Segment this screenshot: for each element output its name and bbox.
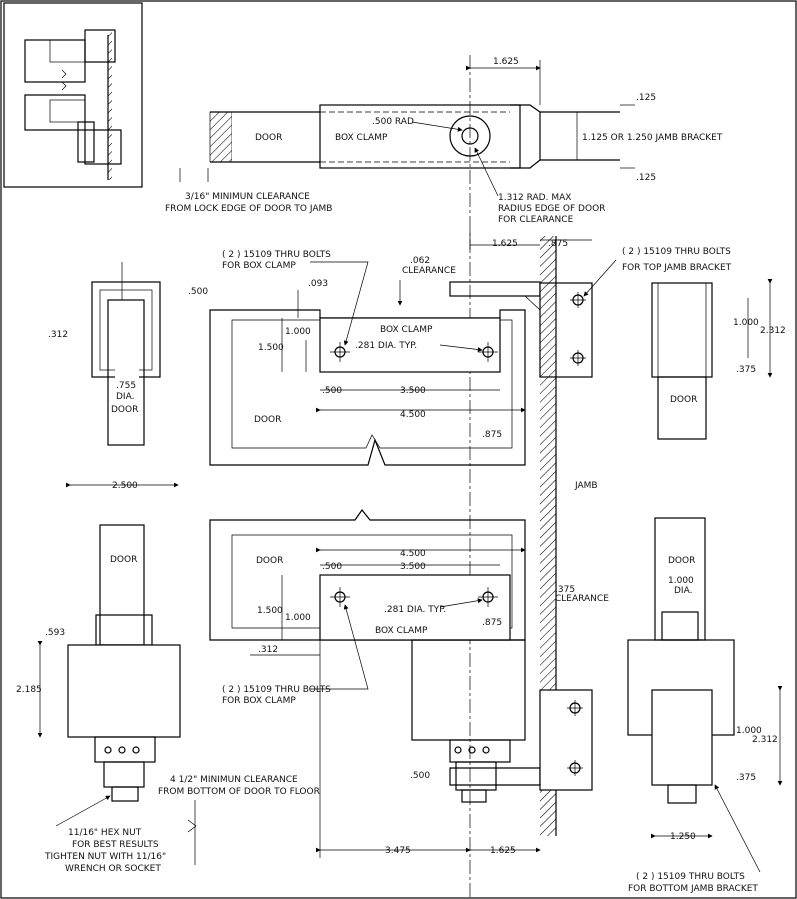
door-label-bottom: DOOR [256, 556, 283, 566]
dim-1000-right-bottom: 1.000 [736, 726, 762, 736]
dim-375-right-bottom: .375 [736, 773, 756, 783]
dim-500-bottom: .500 [322, 562, 342, 572]
bottom-elevation-view: DOOR BOX CLAMP .281 DIA. TYP. 4.500 .500… [209, 508, 593, 858]
svg-text:WRENCH OR SOCKET: WRENCH OR SOCKET [65, 864, 161, 874]
svg-text:FOR TOP JAMB BRACKET: FOR TOP JAMB BRACKET [622, 263, 732, 273]
door-label-left-top: DOOR [111, 405, 138, 415]
left-bottom-section: 2.500 DOOR .593 2.185 4 1/2" MINIMUN CLE… [16, 481, 320, 874]
dim-593: .593 [45, 628, 65, 638]
dim-2500: 2.500 [112, 481, 138, 491]
dim-062: .062 [410, 256, 430, 266]
dim-375-right-top: .375 [736, 365, 756, 375]
dim-1625-bottom: 1.625 [490, 846, 516, 856]
dim-312-bottom: .312 [258, 645, 278, 655]
dim-4500-top: 4.500 [400, 410, 426, 420]
dim-875-top: .875 [482, 430, 502, 440]
top-plan-view: DOOR BOX CLAMP .500 RAD 1.312 RAD. MAX R… [165, 55, 723, 899]
dim-2185: 2.185 [16, 685, 42, 695]
door-label-left-bottom: DOOR [110, 555, 137, 565]
svg-text:FOR BOX CLAMP: FOR BOX CLAMP [222, 261, 296, 271]
dim-1625-mid: 1.625 [492, 239, 518, 249]
dia-1000-label: 1.000 [668, 576, 694, 586]
svg-text:TIGHTEN NUT WITH 11/16": TIGHTEN NUT WITH 11/16" [44, 852, 166, 862]
dia-typ-label-top: .281 DIA. TYP. [355, 341, 417, 351]
left-top-section: .500 .312 .755 DIA. DOOR [48, 262, 208, 446]
hex-nut-label: 11/16" HEX NUT [68, 828, 142, 838]
dim-1625-top: 1.625 [493, 57, 519, 67]
jamb-label: JAMB [574, 481, 598, 491]
dim-125-a: .125 [636, 93, 656, 103]
dim-1000-bottom: 1.000 [285, 613, 311, 623]
svg-text:FOR BOX CLAMP: FOR BOX CLAMP [222, 696, 296, 706]
bottom-jamb-bracket [539, 689, 593, 791]
right-top-section: DOOR 2.312 1.000 .375 [651, 278, 786, 440]
box-clamp-side [67, 644, 181, 738]
box-clamp-plan [319, 104, 521, 169]
rad-500-label: .500 RAD [372, 117, 414, 127]
door-label-right-bottom: DOOR [668, 556, 695, 566]
dim-1500-bottom: 1.500 [257, 606, 283, 616]
dim-375-jamb: .375 [555, 585, 575, 595]
bolts-box-label-bottom: ( 2 ) 15109 THRU BOLTS [222, 685, 331, 695]
dim-500-nut: .500 [410, 771, 430, 781]
dim-1000-right-top: 1.000 [733, 318, 759, 328]
bolts-top-jamb-label: ( 2 ) 15109 THRU BOLTS [622, 247, 731, 257]
dim-3500-top: 3.500 [400, 386, 426, 396]
bolts-bottom-jamb-label: ( 2 ) 15109 THRU BOLTS [636, 872, 745, 882]
svg-text:FOR CLEARANCE: FOR CLEARANCE [498, 215, 574, 225]
svg-text:CLEARANCE: CLEARANCE [555, 594, 609, 604]
dia-755-label: .755 [116, 381, 136, 391]
box-clamp-label-mid: BOX CLAMP [380, 325, 433, 335]
box-clamp-label-bottom: BOX CLAMP [375, 626, 428, 636]
dim-312-side: .312 [48, 330, 68, 340]
dim-500-top: .500 [322, 386, 342, 396]
svg-text:DIA.: DIA. [674, 586, 692, 596]
door-label-mid: DOOR [254, 415, 281, 425]
dia-typ-label-bottom: .281 DIA. TYP. [384, 605, 446, 615]
svg-text:FOR BEST RESULTS: FOR BEST RESULTS [72, 840, 159, 850]
dim-2312-top: 2.312 [760, 326, 786, 336]
dim-875-mid: .875 [548, 239, 568, 249]
dim-3475: 3.475 [385, 846, 411, 856]
svg-text:FOR BOTTOM JAMB BRACKET: FOR BOTTOM JAMB BRACKET [628, 884, 758, 894]
door-label-top: DOOR [255, 133, 282, 143]
bolts-box-label-top: ( 2 ) 15109 THRU BOLTS [222, 250, 331, 260]
dim-1500-top: 1.500 [258, 343, 284, 353]
jamb-bracket-width-label: 1.125 OR 1.250 JAMB BRACKET [582, 133, 723, 143]
dim-1000-top: 1.000 [285, 327, 311, 337]
svg-text:FROM BOTTOM OF DOOR TO FLOOR: FROM BOTTOM OF DOOR TO FLOOR [158, 787, 320, 797]
svg-text:DIA.: DIA. [116, 392, 134, 402]
svg-text:RADIUS EDGE OF DOOR: RADIUS EDGE OF DOOR [498, 204, 605, 214]
rad-max-label: 1.312 RAD. MAX [498, 193, 571, 203]
thumbnail-key-view [3, 2, 143, 188]
right-bottom-section: DOOR 1.000 DIA. 2.312 1.000 .375 1.250 (… [627, 517, 783, 894]
dim-093: .093 [308, 279, 328, 289]
top-elevation-view: BOX CLAMP .281 DIA. TYP. DOOR ( 2 ) 1510… [209, 230, 732, 466]
jamb-section: JAMB .375 CLEARANCE [540, 236, 609, 836]
floor-clearance-label: 4 1/2" MINIMUN CLEARANCE [170, 775, 298, 785]
dim-3500-bottom: 3.500 [400, 562, 426, 572]
dim-1250: 1.250 [670, 832, 696, 842]
dim-4500-bottom: 4.500 [400, 549, 426, 559]
dim-2312-bottom: 2.312 [752, 735, 778, 745]
box-clamp-label-top: BOX CLAMP [335, 133, 388, 143]
svg-text:CLEARANCE: CLEARANCE [402, 266, 456, 276]
lock-edge-clearance-label: 3/16" MINIMUN CLEARANCE [185, 192, 310, 202]
dim-500-side: .500 [188, 287, 208, 297]
dim-125-b: .125 [636, 173, 656, 183]
dim-875-bottom: .875 [482, 618, 502, 628]
door-label-right-top: DOOR [670, 395, 697, 405]
svg-text:FROM LOCK EDGE OF DOOR TO JAMB: FROM LOCK EDGE OF DOOR TO JAMB [165, 204, 332, 214]
